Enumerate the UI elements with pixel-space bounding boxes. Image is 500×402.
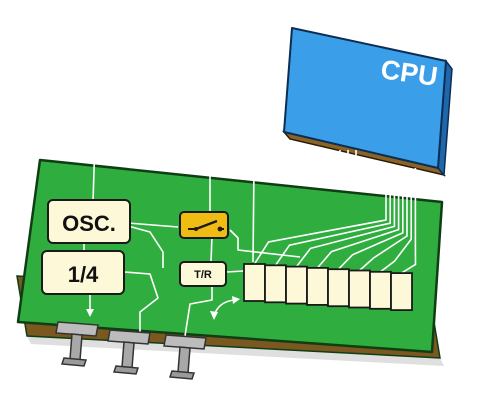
divider-block: 1/4: [41, 250, 125, 295]
shift-register-cell: [390, 272, 413, 312]
curved-arrow-head-start-icon: [210, 311, 218, 320]
wire-tr-to-pin3: [184, 286, 213, 337]
bus-line: [316, 168, 400, 269]
shift-register-cell: [306, 266, 329, 306]
shift-register-cell: [369, 270, 392, 310]
wire-osc-down: [127, 225, 164, 268]
shift-register-cell: [264, 264, 287, 304]
tr-label: T/R: [194, 269, 212, 281]
wire-div-to-pin2: [123, 271, 159, 332]
cpu-chip: CPU: [281, 27, 453, 177]
control-wires: [83, 139, 357, 337]
bus-line: [401, 168, 417, 274]
cpu-bus-lines: [253, 168, 417, 274]
connector-pins: [55, 321, 207, 380]
wire-cpu-to-osc: [92, 139, 341, 203]
down-arrow-icon: [86, 309, 94, 317]
connector-pin: [55, 321, 99, 367]
wire-cpu-to-switch: [209, 150, 349, 212]
oscillator-label: OSC.: [62, 211, 116, 236]
connector-pin: [107, 329, 151, 375]
shift-register-cell: [243, 263, 266, 302]
wire-cpu-to-tr: [252, 150, 357, 263]
shift-register-cell: [285, 265, 308, 305]
shift-register: [243, 263, 413, 312]
wire-switch-to-register: [229, 229, 301, 258]
oscillator-block: OSC.: [47, 199, 131, 244]
cpu-face: [283, 27, 447, 169]
connector-pin: [163, 334, 207, 380]
bus-line: [337, 168, 404, 270]
switch-block: [179, 211, 229, 239]
wire-switch-to-tr: [210, 235, 213, 263]
bus-line: [380, 168, 412, 273]
divider-label: 1/4: [68, 262, 99, 287]
tr-block: T/R: [179, 261, 227, 287]
shift-register-cell: [348, 269, 371, 309]
bus-line: [295, 168, 396, 268]
wire-osc-to-switch: [127, 222, 179, 228]
curved-arrow-head-end-icon: [232, 296, 240, 304]
shift-register-cell: [327, 268, 350, 308]
wire-tr-to-register: [225, 270, 245, 273]
bus-line: [358, 168, 408, 272]
